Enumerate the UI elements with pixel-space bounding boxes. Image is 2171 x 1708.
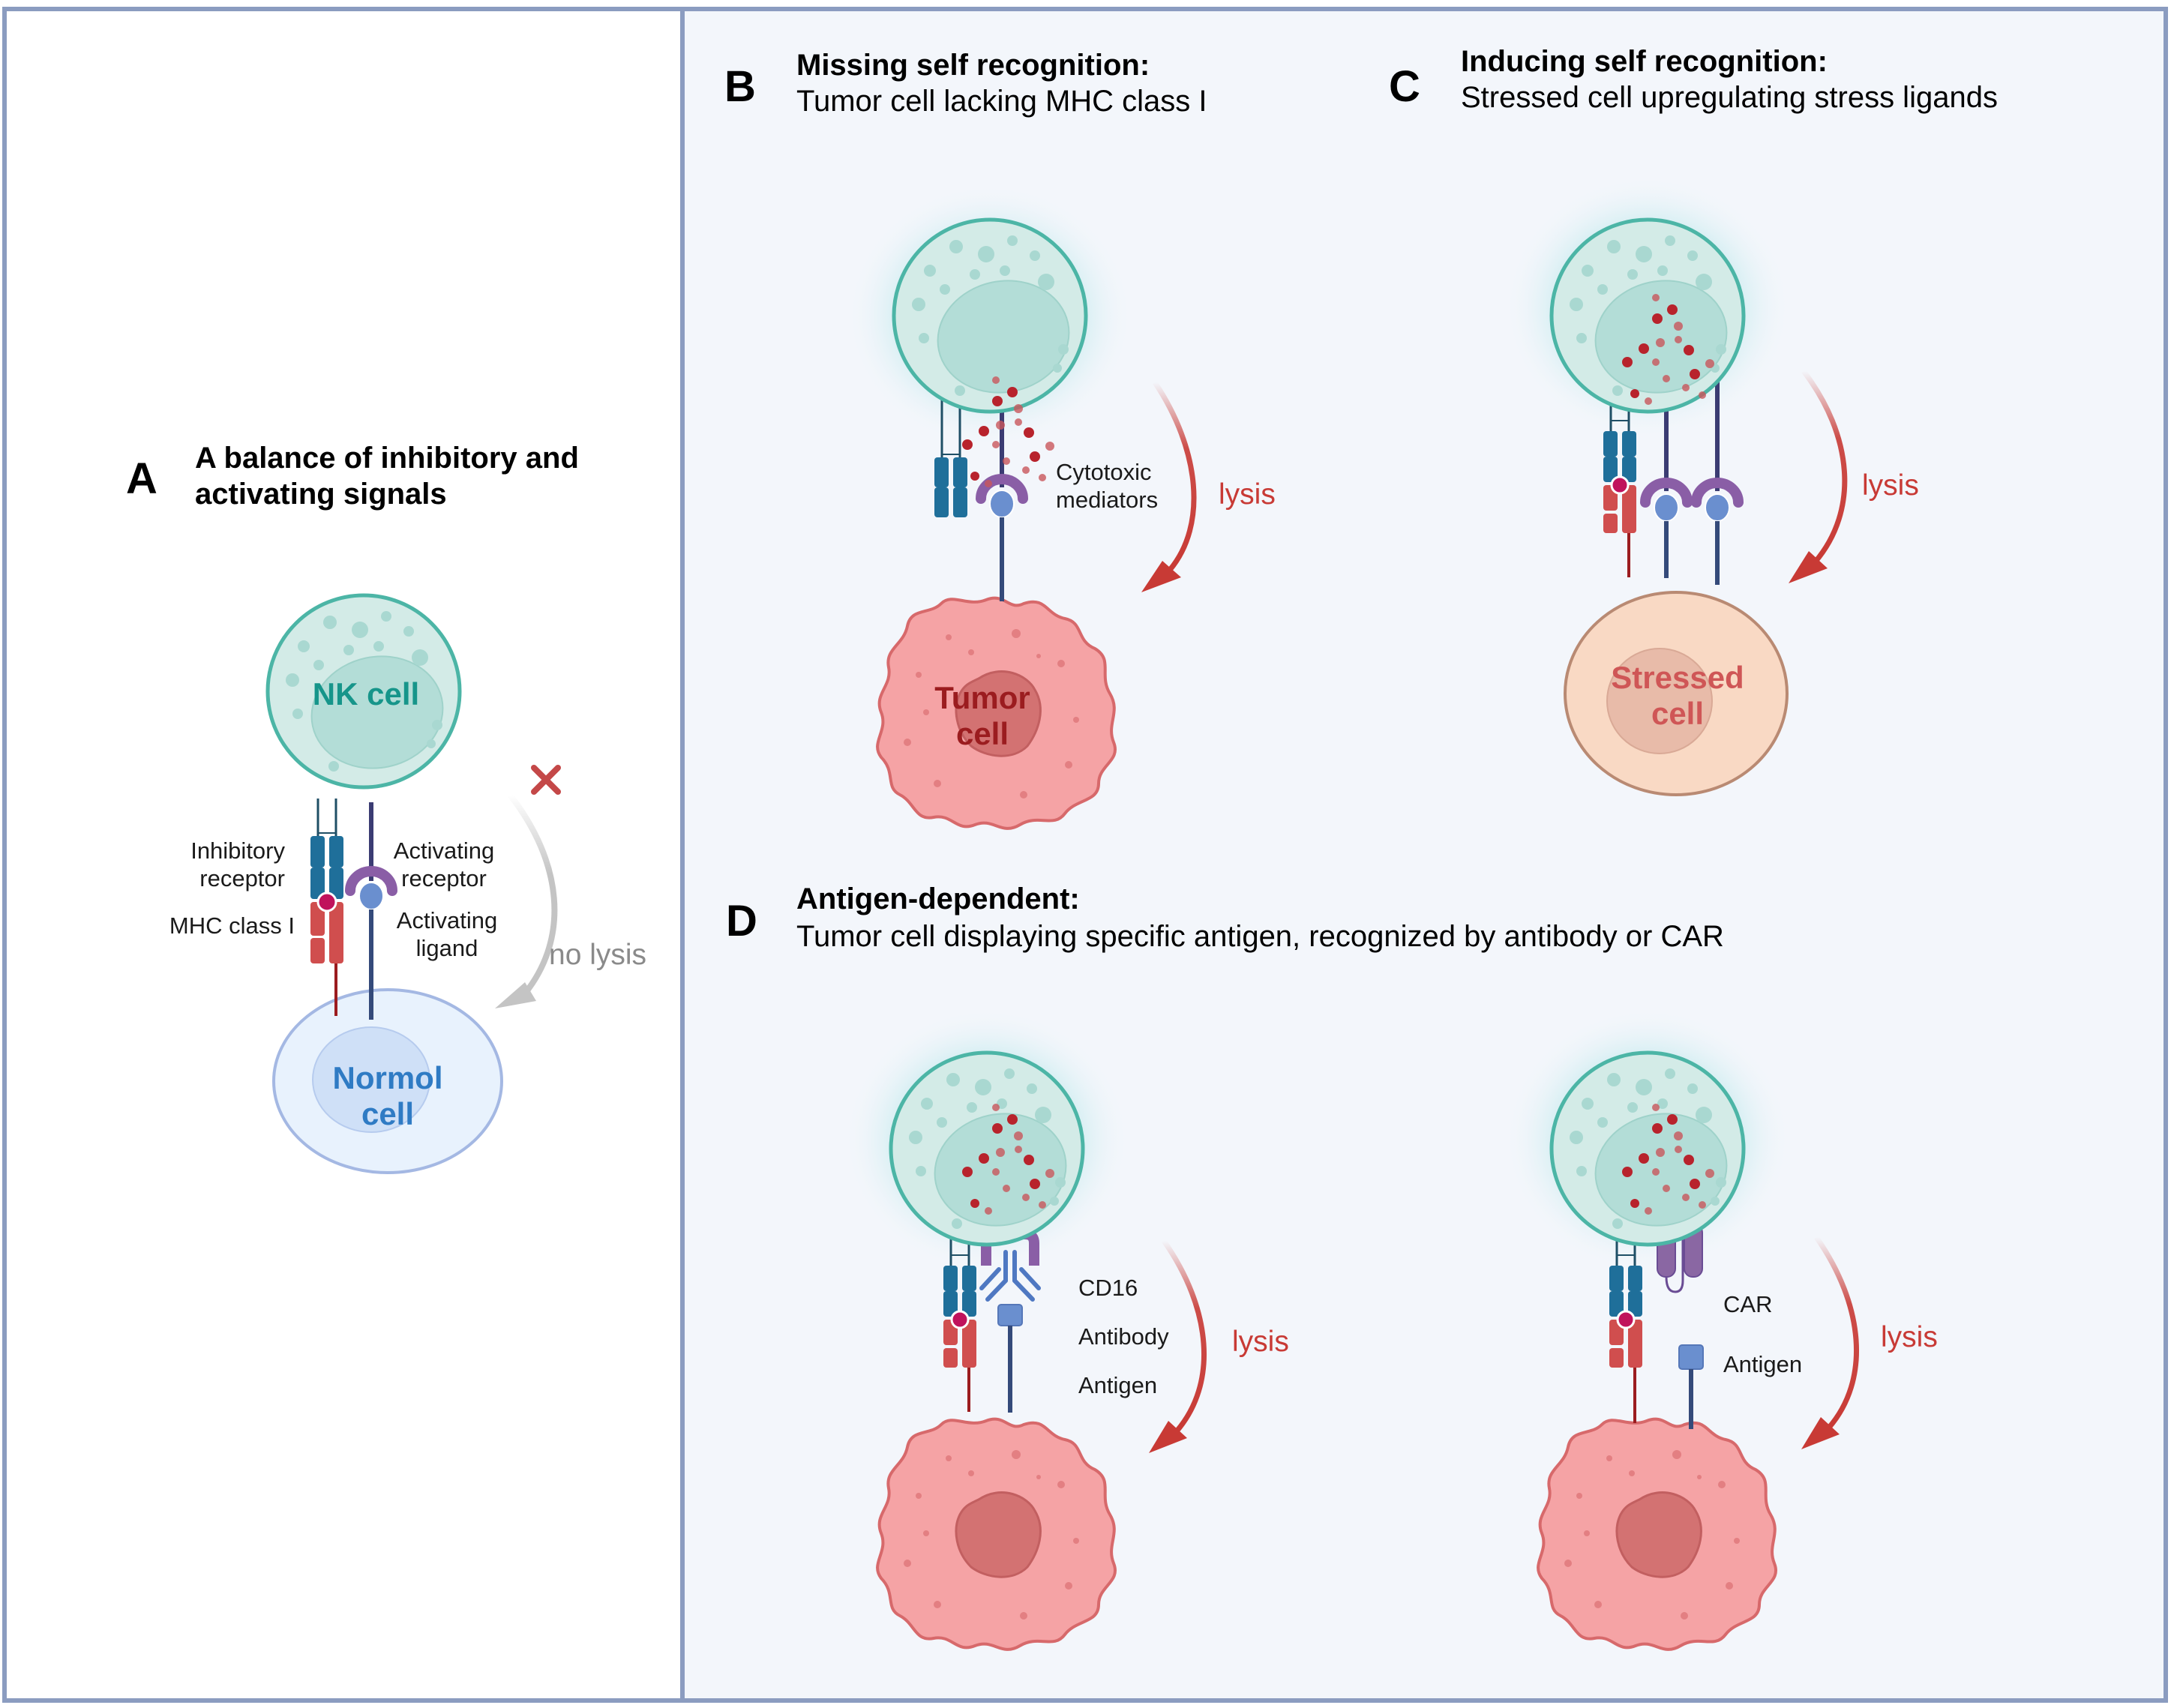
panel-a: A A balance of inhibitory and activating…	[126, 442, 646, 1174]
figure-border	[2, 7, 2168, 1703]
no-lysis-arrow	[495, 793, 558, 1008]
panel-b-title: Missing self recognition:	[796, 49, 1150, 82]
inhibitory-receptor-b	[934, 352, 967, 517]
inhibitory-receptor-mhc-d2	[1609, 1183, 1642, 1423]
lysis-arrow-d1	[1149, 1239, 1207, 1453]
inhibitory-receptor-label-line1: Inhibitory	[190, 838, 285, 864]
normal-cell-label-line2: cell	[361, 1096, 414, 1131]
activating-ligand-label-line1: Activating	[397, 907, 497, 933]
tumor-cell-d2	[1537, 1417, 1778, 1651]
panel-a-letter: A	[126, 454, 157, 503]
panel-a-title-line2: activating signals	[195, 478, 447, 511]
activating-ligand-label-line2: ligand	[416, 935, 478, 961]
panel-d-letter: D	[726, 897, 757, 945]
stressed-cell: Stressed cell	[1564, 591, 1789, 796]
panel-b-subtitle: Tumor cell lacking MHC class I	[796, 85, 1207, 118]
tumor-cell-label-line2: cell	[956, 716, 1009, 751]
antibody-label: Antibody	[1078, 1323, 1169, 1350]
panel-b-letter: B	[724, 62, 756, 111]
tumor-cell-d1	[876, 1417, 1117, 1651]
lysis-arrow-b	[1141, 381, 1197, 592]
inhibitory-receptor-label-line2: receptor	[199, 865, 285, 891]
nk-cell-b	[894, 220, 1086, 412]
activating-receptor-ligand-c1	[1640, 349, 1693, 578]
lysis-arrow-c	[1789, 369, 1848, 583]
normal-cell: Normol cell	[272, 988, 503, 1174]
activating-receptor-label-line2: receptor	[401, 865, 487, 891]
car-label: CAR	[1723, 1291, 1772, 1317]
antigen-d2	[1678, 1344, 1704, 1429]
panel-d: D Antigen-dependent: Tumor cell displayi…	[726, 882, 1938, 1651]
panel-d-title: Antigen-dependent:	[796, 882, 1080, 915]
lysis-label-c: lysis	[1862, 469, 1919, 502]
cd16-label: CD16	[1078, 1275, 1138, 1301]
tumor-cell-label-line1: Tumor	[934, 680, 1030, 715]
car-scenario: CAR Antigen lysis	[1505, 1008, 1938, 1651]
nk-cell-label: NK cell	[313, 676, 419, 712]
stressed-cell-label-line1: Stressed	[1611, 660, 1744, 695]
activating-receptor-label-line1: Activating	[394, 838, 494, 864]
panel-b: B Missing self recognition: Tumor cell l…	[724, 49, 1276, 830]
nk-cell-d2	[1552, 1053, 1744, 1245]
panel-c-letter: C	[1389, 62, 1420, 111]
cytotoxic-mediators-label-line2: mediators	[1056, 487, 1158, 513]
inhibitory-receptor-mhc-c	[1603, 349, 1636, 577]
x-mark-icon	[531, 765, 561, 795]
lysis-label-b: lysis	[1219, 478, 1276, 511]
lysis-arrow-d2	[1801, 1235, 1860, 1449]
panel-c-title: Inducing self recognition:	[1461, 45, 1828, 78]
normal-cell-label-line1: Normol	[333, 1060, 443, 1095]
stressed-cell-label-line2: cell	[1651, 696, 1704, 731]
lysis-label-d2: lysis	[1881, 1321, 1938, 1353]
cytotoxic-mediators-label-line1: Cytotoxic	[1056, 459, 1151, 485]
nk-cell-d1	[891, 1053, 1083, 1245]
antigen-label-d2: Antigen	[1723, 1351, 1802, 1377]
panel-c-subtitle: Stressed cell upregulating stress ligand…	[1461, 81, 1998, 114]
mhc-class-i-label: MHC class I	[169, 912, 295, 939]
panel-d-subtitle: Tumor cell displaying specific antigen, …	[796, 920, 1724, 953]
panel-a-title-line1: A balance of inhibitory and	[195, 442, 579, 475]
no-lysis-label: no lysis	[549, 939, 646, 971]
nk-cell-c	[1552, 220, 1744, 412]
panel-c: C Inducing self recognition: Stressed ce…	[1389, 45, 1998, 796]
antigen-label-d1: Antigen	[1078, 1372, 1157, 1398]
lysis-label-d1: lysis	[1232, 1326, 1289, 1358]
antibody-scenario: CD16 Antibody Antigen lysis	[844, 1008, 1289, 1651]
